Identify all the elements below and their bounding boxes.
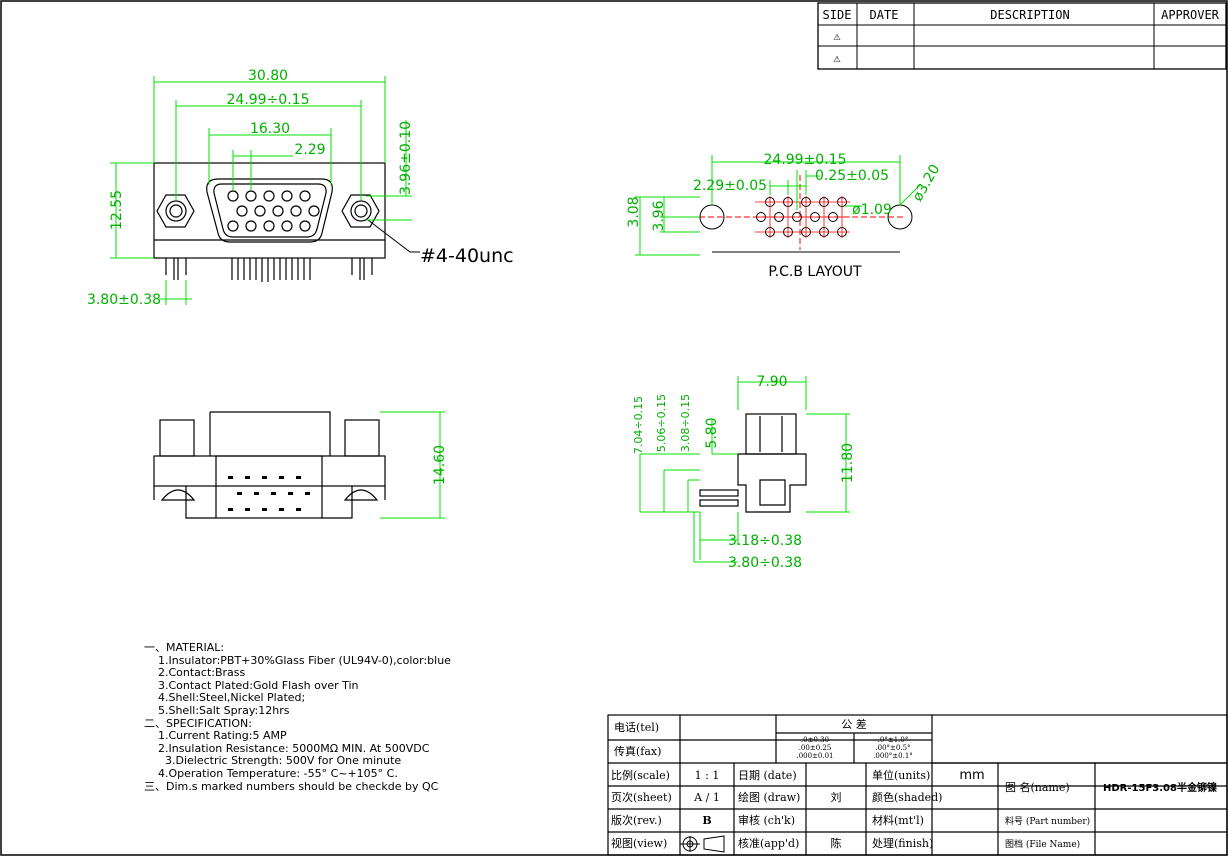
note-line: 3.Dielectric Strength: 500V for One minu…: [144, 754, 402, 768]
tb-draw-value: 刘: [831, 791, 842, 804]
side-dim-d5: 3.18÷0.38: [728, 533, 802, 549]
tb-sheet-value: A / 1: [693, 791, 720, 804]
tb-finish-label: 处理(finish): [872, 837, 933, 850]
tb-app-label: 核准(app'd): [738, 836, 799, 850]
dim-screw-pitch: 24.99÷0.15: [227, 92, 310, 108]
dim-height: 12.55: [109, 190, 125, 230]
bottom-view: [153, 411, 386, 519]
note-line: 三、Dim.s marked numbers should be checkde…: [144, 779, 439, 793]
rev-header-date: DATE: [870, 8, 899, 22]
right-screw-icon: [341, 194, 380, 228]
side-dim-d1: 7.04÷0.15: [632, 396, 645, 454]
tb-draw-label: 绘图 (draw): [738, 790, 800, 804]
pcb-dim-pin-hole: ø1.09: [852, 202, 892, 218]
pcb-layout-label: P.C.B LAYOUT: [768, 264, 862, 280]
pcb-dim-row-offset: 0.25±0.05: [815, 168, 889, 184]
tb-chk-label: 审核 (ch'k): [738, 813, 795, 827]
dim-peg: 3.80±0.38: [87, 292, 161, 308]
note-line: 4.Shell:Steel,Nickel Plated;: [144, 691, 306, 705]
note-line: 1.Insulator:PBT+30%Glass Fiber (UL94V-0)…: [144, 653, 451, 667]
note-line: 2.Insulation Resistance: 5000MΩ MIN. At …: [144, 741, 430, 755]
tb-units-label: 单位(units): [872, 768, 930, 782]
tb-tolerance-label: 公 差: [841, 717, 867, 731]
side-view: [699, 413, 807, 513]
note-line: 1.Current Rating:5 AMP: [144, 729, 287, 743]
tb-tol-a3: .000±0.01: [796, 752, 833, 760]
tb-tol-a1: .0±0.30: [801, 736, 829, 744]
pcb-dim-pin-pitch: 2.29±0.05: [693, 178, 767, 194]
contact-pins: [227, 190, 320, 232]
tb-name-label: 图 名(name): [1005, 780, 1070, 794]
side-dimensions: [639, 376, 850, 563]
bottom-pins: [228, 476, 310, 511]
tb-tel-label: 电话(tel): [614, 721, 659, 734]
side-dim-d3: 3.08÷0.15: [679, 394, 692, 452]
pcb-dim-row2: 3.96: [651, 200, 667, 231]
tb-app-value: 陈: [831, 836, 842, 850]
note-line: 3.Contact Plated:Gold Flash over Tin: [144, 678, 359, 692]
note-line: 5.Shell:Salt Spray:12hrs: [144, 703, 290, 717]
pcb-layout: 24.99±0.15 2.29±0.05 0.25±0.05 ø3.20 ø1.…: [626, 152, 943, 280]
pcb-dim-row1: 3.08: [626, 196, 642, 227]
note-line: 二、SPECIFICATION:: [144, 716, 252, 730]
tb-part-label: 料号 (Part number): [1005, 815, 1090, 827]
side-dim-d2: 5.06÷0.15: [655, 394, 668, 452]
dim-offset: 3.96±0.10: [398, 121, 414, 195]
rev-header-description: DESCRIPTION: [990, 8, 1069, 22]
tb-shaded-label: 颜色(shaded): [872, 790, 942, 804]
rev-header-approver: APPROVER: [1161, 8, 1220, 22]
tb-rev-value: B: [702, 814, 711, 827]
board-legs: [165, 258, 373, 282]
tb-date-label: 日期 (date): [738, 769, 797, 782]
view-symbol-icon: [680, 835, 725, 853]
rev-row2-side: ⚠: [833, 51, 841, 65]
title-block: [607, 714, 1228, 856]
tb-scale-label: 比例(scale): [611, 768, 670, 782]
side-dim-overall-height: 11.80: [840, 443, 856, 483]
rev-header-side: SIDE: [823, 8, 852, 22]
front-dimensions: [110, 76, 412, 305]
tb-tol-a2: .00±0.25: [799, 744, 832, 752]
tb-sheet-label: 页次(sheet): [611, 790, 672, 804]
tb-tol-b1: .0°±1.0°: [878, 736, 909, 744]
revision-table: SIDE DATE DESCRIPTION APPROVER ⚠ ⚠: [817, 2, 1227, 70]
dim-pin-pitch: 2.29: [294, 142, 325, 158]
bottom-dimensions: [380, 411, 445, 519]
note-line: 一、MATERIAL:: [144, 641, 225, 654]
spec-notes: 一、MATERIAL: 1.Insulator:PBT+30%Glass Fib…: [144, 641, 451, 793]
front-view: [153, 162, 420, 282]
left-screw-icon: [156, 194, 195, 228]
rev-row1-side: ⚠: [833, 29, 841, 43]
tb-name-value: HDR-15F3.08半金铆镍: [1103, 781, 1217, 794]
tb-mtl-label: 材料(mt'l): [872, 813, 924, 827]
tb-units-value: mm: [959, 768, 984, 783]
tb-fax-label: 传真(fax): [614, 744, 661, 758]
pcb-dim-mount-hole: ø3.20: [910, 162, 944, 204]
note-line: 2.Contact:Brass: [144, 666, 246, 680]
tb-tol-b3: .000°±0.1°: [873, 752, 913, 760]
tb-scale-value: 1 : 1: [695, 769, 720, 782]
tb-file-label: 图档 (File Name): [1005, 838, 1080, 850]
side-dim-d4: 5.80: [704, 417, 720, 448]
bottom-dim-height: 14.60: [432, 445, 448, 485]
side-dim-d6: 3.80÷0.38: [728, 555, 802, 571]
tb-view-label: 视图(view): [611, 836, 667, 850]
thread-note: #4-40unc: [420, 245, 514, 267]
tb-rev-label: 版次(rev.): [611, 813, 662, 827]
dim-row-span: 16.30: [250, 121, 290, 137]
note-line: 4.Operation Temperature: -55° C~+105° C.: [144, 766, 398, 780]
tb-tol-b2: .00°±0.5°: [875, 744, 910, 752]
pcb-dim-screw-pitch: 24.99±0.15: [764, 152, 847, 168]
dim-overall-width: 30.80: [248, 68, 288, 84]
side-dim-top-width: 7.90: [756, 374, 787, 390]
